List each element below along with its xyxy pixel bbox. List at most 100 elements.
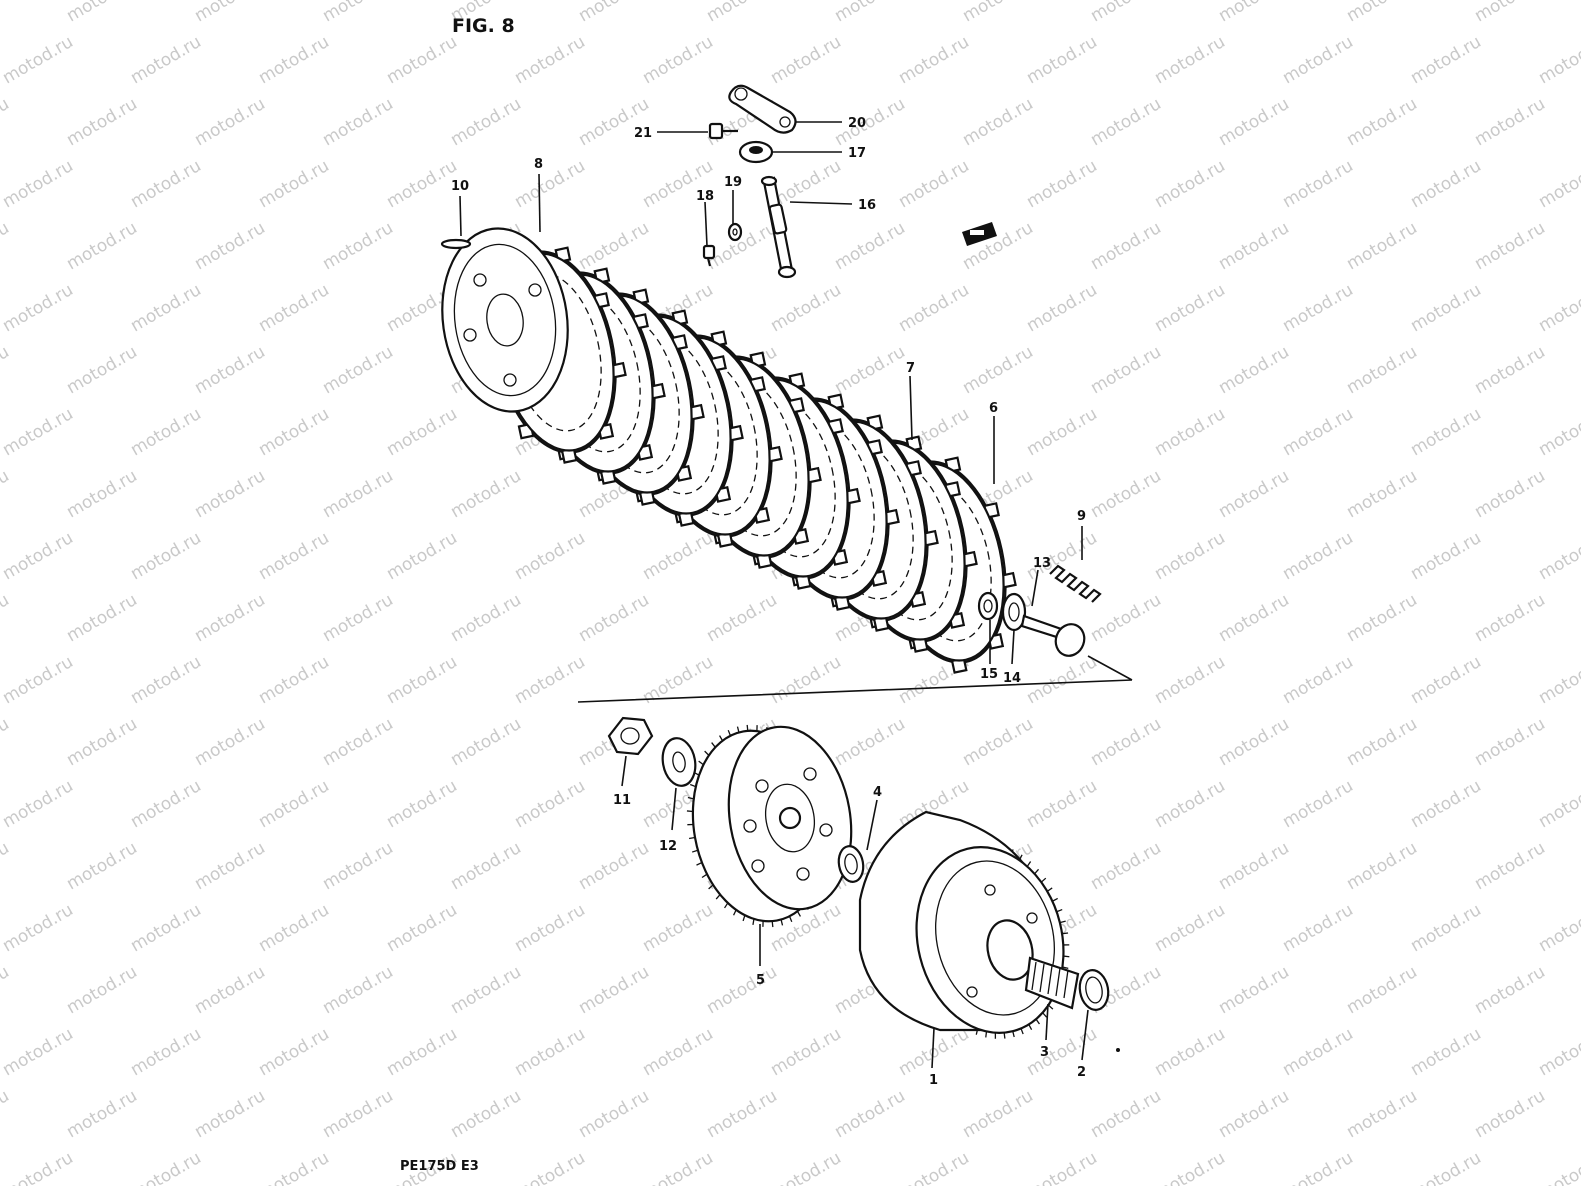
watermark-text: motod.ru [767,280,845,336]
watermark-text: motod.ru [383,900,461,956]
watermark-text: motod.ru [639,32,717,88]
watermark-text: motod.ru [1215,590,1293,646]
watermark-text: motod.ru [1535,652,1581,708]
watermark-text: motod.ru [0,342,13,398]
watermark-text: motod.ru [127,404,205,460]
watermark-text: motod.ru [1343,1086,1421,1142]
watermark-text: motod.ru [0,900,77,956]
watermark-text: motod.ru [959,1086,1037,1142]
watermark-text: motod.ru [191,714,269,770]
spacer-2 [1078,969,1110,1011]
watermark-text: motod.ru [895,1148,973,1186]
watermark-text: motod.ru [1343,94,1421,150]
watermark-text: motod.ru [127,1148,205,1186]
watermark-text: motod.ru [0,528,77,584]
watermark-text: motod.ru [1535,32,1581,88]
watermark-text: motod.ru [191,838,269,894]
pressure-plate [441,227,569,413]
watermark-text: motod.ru [1023,776,1101,832]
figure-title: FIG. 8 [452,15,515,37]
watermark-text: motod.ru [383,404,461,460]
callout-17: 17 [848,146,866,161]
model-code: PE175D E3 [400,1159,479,1174]
watermark-text: motod.ru [1343,590,1421,646]
watermark-text: motod.ru [1279,1148,1357,1186]
watermark-text: motod.ru [703,590,781,646]
watermark-text: motod.ru [1279,528,1357,584]
watermark-text: motod.ru [1471,342,1549,398]
watermark-text: motod.ru [63,0,141,26]
watermark-text: motod.ru [383,776,461,832]
watermark-text: motod.ru [639,1024,717,1080]
watermark-text: motod.ru [1535,1024,1581,1080]
watermark-text: motod.ru [575,0,653,26]
washer-12 [661,737,697,787]
callout-6: 6 [989,401,998,416]
watermark-text: motod.ru [0,218,13,274]
watermark-text: motod.ru [1343,0,1421,26]
watermark-text: motod.ru [639,1148,717,1186]
watermark-text: motod.ru [1407,776,1485,832]
watermark-text: motod.ru [1215,838,1293,894]
watermark-text: motod.ru [191,94,269,150]
callout-9: 9 [1077,509,1086,524]
callout-15: 15 [980,667,998,682]
watermark-text: motod.ru [191,590,269,646]
watermark-text: motod.ru [1407,900,1485,956]
watermark-text: motod.ru [127,652,205,708]
watermark-text: motod.ru [1279,900,1357,956]
watermark-text: motod.ru [703,962,781,1018]
watermark-text: motod.ru [0,1024,77,1080]
watermark-text: motod.ru [895,280,973,336]
watermark-text: motod.ru [447,1086,525,1142]
watermark-text: motod.ru [1279,1024,1357,1080]
callout-20: 20 [848,116,866,131]
release-arm [728,84,797,134]
watermark-text: motod.ru [319,94,397,150]
watermark-text: motod.ru [1535,1148,1581,1186]
watermark-text: motod.ru [1151,1024,1229,1080]
watermark-text: motod.ru [127,280,205,336]
watermark-text: motod.ru [767,32,845,88]
watermark-text: motod.ru [383,1024,461,1080]
watermark-text: motod.ru [63,342,141,398]
watermark-text: motod.ru [127,528,205,584]
watermark-text: motod.ru [127,776,205,832]
watermark-text: motod.ru [0,280,77,336]
watermark-text: motod.ru [319,714,397,770]
watermark-text: motod.ru [959,342,1037,398]
watermark-text: motod.ru [703,0,781,26]
watermark-text: motod.ru [959,94,1037,150]
assembly-bracket [577,655,1133,703]
watermark-text: motod.ru [63,590,141,646]
watermark-text: motod.ru [0,1148,77,1186]
watermark-text: motod.ru [1151,156,1229,212]
watermark-text: motod.ru [1023,280,1101,336]
watermark-text: motod.ru [255,528,333,584]
watermark-text: motod.ru [1215,218,1293,274]
watermark-text: motod.ru [319,466,397,522]
watermark-text: motod.ru [319,0,397,26]
watermark-text: motod.ru [0,32,77,88]
watermark-text: motod.ru [1023,156,1101,212]
watermark-text: motod.ru [1151,32,1229,88]
watermark-text: motod.ru [511,32,589,88]
watermark-text: motod.ru [319,1086,397,1142]
callout-11: 11 [613,793,631,808]
watermark-text: motod.ru [1023,32,1101,88]
watermark-text: motod.ru [1023,652,1101,708]
watermark-text: motod.ru [1471,590,1549,646]
watermark-text: motod.ru [0,1086,13,1142]
watermark-text: motod.ru [1215,962,1293,1018]
watermark-text: motod.ru [0,94,13,150]
watermark-text: motod.ru [0,590,13,646]
release-shaft [760,175,797,279]
callout-8: 8 [534,157,543,172]
oil-seal [738,140,774,164]
nut-11 [607,716,654,756]
callout-21: 21 [634,126,652,141]
watermark-text: motod.ru [0,404,77,460]
clutch-sleeve-hub [686,724,853,928]
watermark-text: motod.ru [1407,156,1485,212]
